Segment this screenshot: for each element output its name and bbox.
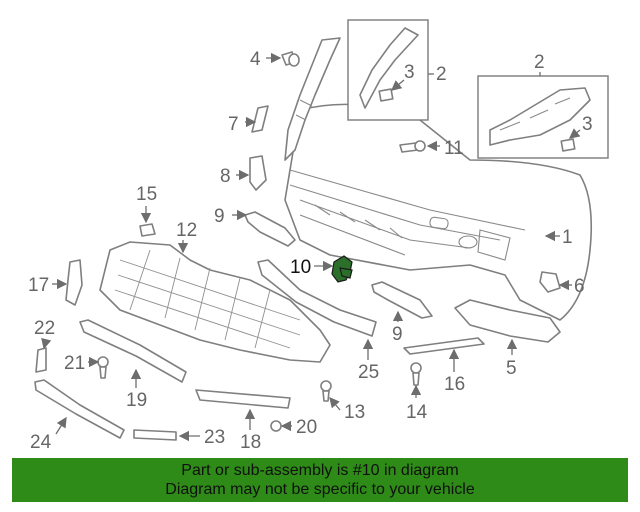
bolt-part-11[interactable] — [399, 140, 426, 153]
strip-part-18[interactable] — [195, 389, 291, 409]
strip-part-19[interactable] — [79, 319, 187, 383]
clip-part-22[interactable] — [35, 347, 47, 373]
clip-part-7[interactable] — [251, 105, 269, 133]
callout-8: 8 — [220, 166, 231, 187]
bracket-part-6[interactable] — [539, 271, 561, 293]
callout-25: 25 — [358, 362, 379, 383]
bracket-part-8[interactable] — [249, 155, 267, 191]
bracket-part-5[interactable] — [454, 299, 561, 343]
callout-13: 13 — [344, 402, 365, 423]
callout-3-right: 3 — [582, 114, 593, 135]
bolt-part-4[interactable] — [281, 51, 300, 67]
molding-part-25[interactable] — [257, 259, 377, 337]
callout-7: 7 — [228, 114, 239, 135]
callout-11: 11 — [444, 138, 464, 159]
callout-labels: 4 2 2 3 3 7 11 8 15 9 1 12 10 6 17 9 5 2… — [28, 49, 593, 453]
callout-16: 16 — [444, 374, 465, 395]
callout-1: 1 — [562, 227, 573, 248]
callout-20: 20 — [296, 417, 317, 438]
callout-4: 4 — [250, 49, 261, 70]
inset-part-2-3-left — [347, 19, 429, 121]
callout-15: 15 — [136, 184, 157, 205]
callout-2-left: 2 — [436, 64, 447, 85]
strip-part-16[interactable] — [403, 337, 485, 355]
callout-18: 18 — [240, 432, 261, 453]
callout-21: 21 — [64, 353, 85, 374]
callout-3-left: 3 — [404, 62, 415, 83]
callout-14: 14 — [406, 402, 428, 423]
bracket-part-17[interactable] — [65, 259, 83, 306]
banner-line-2: Diagram may not be specific to your vehi… — [165, 481, 475, 498]
reinforcement-part-9-lower[interactable] — [371, 281, 433, 319]
bolt-part-14[interactable] — [410, 362, 422, 386]
callout-24: 24 — [30, 432, 52, 453]
bolt-part-13[interactable] — [320, 380, 332, 402]
splash-shield-part-12[interactable] — [99, 241, 331, 363]
clip-part-15[interactable] — [139, 223, 156, 237]
callout-5: 5 — [506, 358, 517, 379]
banner-line-1: Part or sub-assembly is #10 in diagram — [181, 462, 459, 479]
bolt-part-21[interactable] — [97, 356, 109, 379]
callout-9-upper: 9 — [214, 206, 225, 227]
callout-22: 22 — [34, 318, 55, 339]
highlighted-part-10[interactable] — [331, 255, 353, 283]
callout-17: 17 — [28, 275, 49, 296]
upper-bracket-left[interactable] — [284, 37, 341, 161]
callout-19: 19 — [126, 390, 147, 411]
inset-part-2-3-right — [477, 75, 609, 159]
notice-banner: Part or sub-assembly is #10 in diagram D… — [12, 458, 628, 502]
callout-6: 6 — [574, 276, 585, 297]
leader-lines — [41, 52, 581, 442]
callout-9-lower: 9 — [392, 324, 403, 345]
callout-10: 10 — [290, 257, 311, 278]
callout-2-right: 2 — [534, 52, 545, 73]
strip-part-24[interactable] — [34, 379, 125, 439]
callout-12: 12 — [176, 220, 197, 241]
bolt-part-20[interactable] — [270, 420, 282, 432]
bracket-part-23[interactable] — [133, 429, 177, 441]
reinforcement-part-9-upper[interactable] — [244, 211, 296, 247]
callout-23: 23 — [204, 427, 225, 448]
parts-diagram: 4 2 2 3 3 7 11 8 15 9 1 12 10 6 17 9 5 2… — [28, 19, 609, 453]
